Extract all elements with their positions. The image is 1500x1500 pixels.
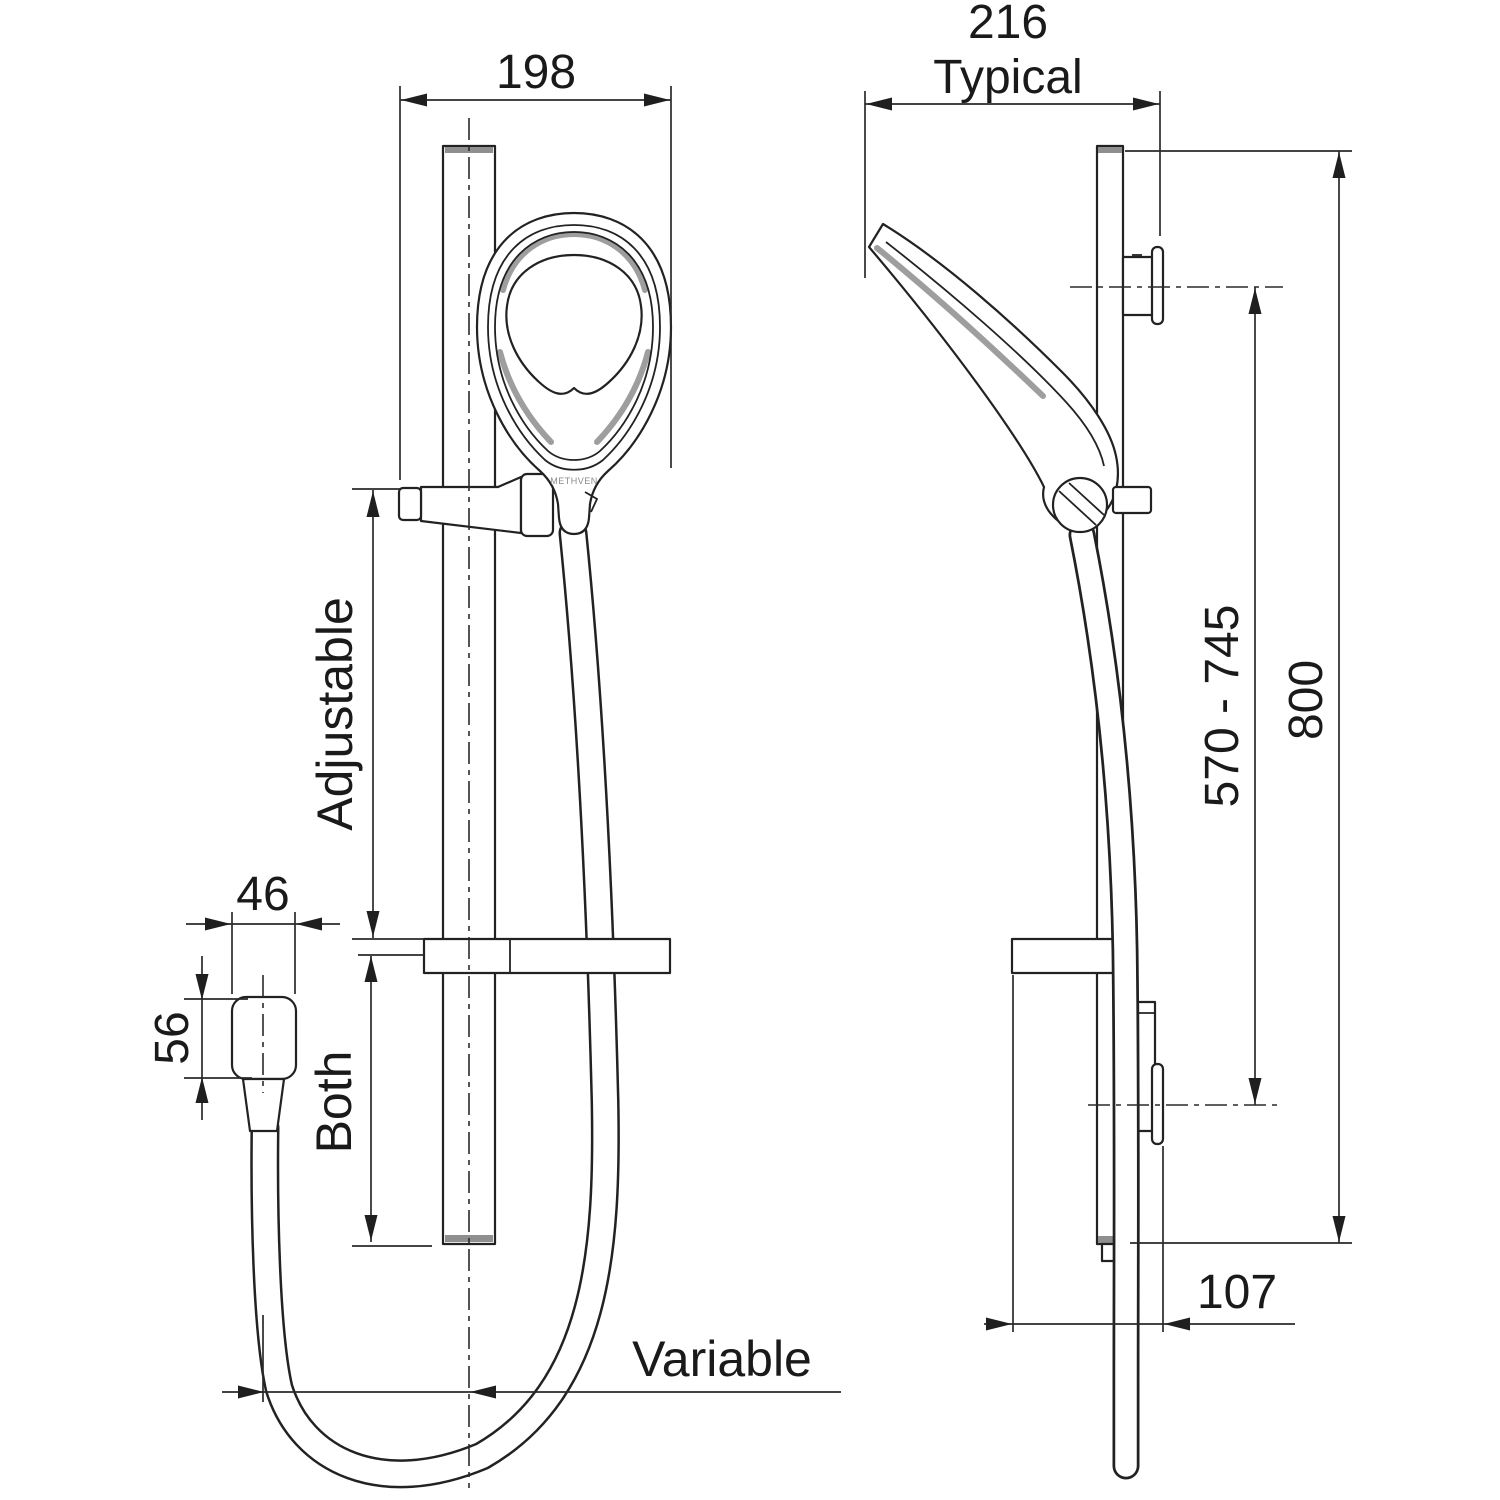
soap-dish-side: [1010, 937, 1122, 975]
arrow-right-icon: [1133, 97, 1159, 111]
wall-outlet-elbow: [230, 995, 298, 1081]
soap-dish-front: [422, 937, 672, 975]
dimension-216-typical: 216 Typical: [864, 0, 1161, 278]
dimension-800: 800: [1125, 150, 1352, 1244]
elbow-hose-connector: [241, 1077, 286, 1133]
handset-holder-front: [519, 472, 555, 538]
dim-text-46: 46: [236, 868, 289, 921]
arrow-down-icon: [1332, 1216, 1346, 1242]
arrow-up-icon: [364, 956, 378, 982]
dim-text-107: 107: [1197, 1266, 1277, 1319]
handshower-shade-left: [497, 349, 554, 445]
arrow-left-icon: [866, 97, 892, 111]
dim-text-800: 800: [1280, 660, 1333, 740]
arrow-down-icon: [366, 911, 380, 937]
bracket-bottom-flange: [1150, 1062, 1165, 1146]
wall-bracket-bottom: [1136, 1000, 1165, 1146]
front-view: METHVEN: [230, 118, 673, 1489]
holder-ball-slot-2: [1068, 482, 1105, 516]
arrow-right-icon: [238, 1385, 264, 1399]
handshower-side-edge-line: [885, 241, 1105, 467]
dim-text-adjustable: Adjustable: [307, 597, 363, 831]
slider-knob-front: [397, 486, 423, 522]
bracket-top-body: [1121, 255, 1155, 317]
dimension-variable: Variable: [222, 1315, 841, 1402]
rail-bottom-cap-side: [1098, 1236, 1122, 1243]
handshower-ring-2: [487, 224, 661, 471]
arrow-right-icon: [986, 1317, 1012, 1331]
arrow-down-icon: [364, 1215, 378, 1241]
arrow-left-icon: [296, 917, 322, 931]
bracket-top-flange: [1150, 245, 1165, 326]
holder-ball-slot-1: [1058, 490, 1097, 526]
dimension-46: 46: [186, 868, 340, 994]
handshower-shade-right: [594, 349, 651, 445]
handshower-ring-3: [494, 231, 654, 461]
shower-hose-side-core: [1071, 524, 1137, 1477]
arrow-right-icon: [205, 917, 231, 931]
dimension-both: Both: [306, 954, 432, 1247]
arrow-down-icon: [1248, 1078, 1262, 1104]
arrow-up-icon: [195, 1077, 209, 1103]
dim-text-variable: Variable: [632, 1331, 812, 1387]
arrow-up-icon: [1332, 152, 1346, 178]
dim-text-both: Both: [306, 1051, 362, 1154]
arrow-down-icon: [195, 974, 209, 1000]
dimension-198: 198: [399, 46, 672, 480]
slider-block-side: [1111, 485, 1153, 515]
holder-ball-side: [1051, 476, 1109, 534]
wall-bracket-top: [1121, 245, 1165, 326]
dim-text-typical: Typical: [933, 51, 1082, 104]
dim-text-570-745: 570 - 745: [1196, 605, 1249, 808]
rail-top-cap-side: [1098, 147, 1122, 153]
shower-hose-front-core: [252, 521, 618, 1486]
holder-clip-detail: [584, 491, 599, 513]
arrow-left-icon: [1164, 1317, 1190, 1331]
dimension-570-745: 570 - 745: [1196, 287, 1262, 1105]
side-view: [867, 144, 1283, 1480]
handshower-side-shade: [874, 245, 1046, 399]
dimension-56: 56: [146, 956, 252, 1120]
arrow-up-icon: [366, 491, 380, 517]
handshower-spray-face: [505, 253, 643, 395]
handshower-shade-top: [500, 230, 648, 293]
arrow-up-icon: [1248, 288, 1262, 314]
arrow-right-icon: [644, 93, 670, 107]
hand-shower-front: METHVEN: [475, 211, 673, 536]
arrow-left-icon: [401, 93, 427, 107]
dimension-107: 107: [984, 975, 1295, 1332]
dim-text-56: 56: [146, 1011, 199, 1064]
dimension-adjustable: Adjustable: [307, 488, 424, 940]
dim-text-216: 216: [968, 0, 1048, 49]
dim-text-198: 198: [496, 46, 576, 99]
arrow-left-icon: [470, 1385, 496, 1399]
brand-label: METHVEN: [550, 476, 598, 486]
